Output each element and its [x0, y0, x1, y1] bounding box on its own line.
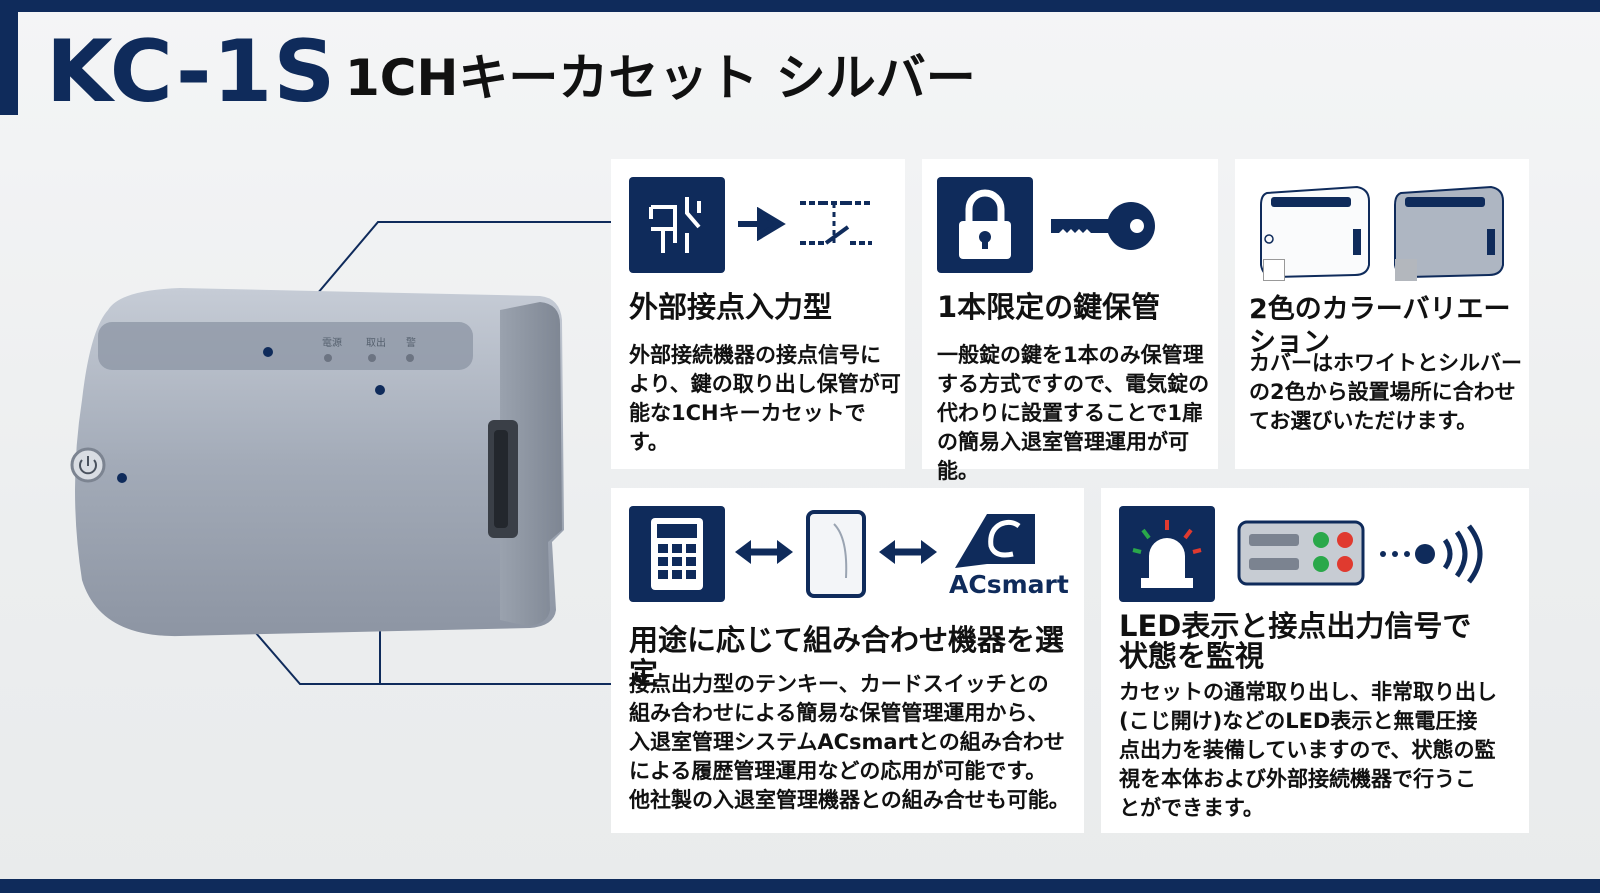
body-line: 入退室管理システムACsmartとの組み合わせ — [629, 730, 1065, 754]
card-title: 1本限定の鍵保管 — [937, 290, 1161, 324]
led-power — [324, 354, 332, 362]
body-line: (こじ開け)などのLED表示と無電圧接 — [1119, 709, 1478, 733]
key-cassette-device: 電源 取出 警 — [70, 288, 564, 637]
card-title: 2色のカラーバリエーション — [1249, 294, 1511, 358]
switch-icon — [629, 177, 725, 273]
model-number: KC-1S — [46, 22, 337, 122]
body-line: 接点出力型のテンキー、カードスイッチとの — [629, 672, 1049, 696]
body-line: 視を本体および外部接続機器で行うこ — [1119, 767, 1476, 791]
device-body — [75, 288, 564, 637]
body-line: とができます。 — [1119, 796, 1264, 820]
alarm-light-icon — [1119, 506, 1215, 602]
led-panel-icon — [1237, 520, 1365, 586]
led-window — [98, 322, 473, 370]
bottom-bar — [0, 879, 1600, 893]
card-title-line-1: LED表示と接点出力信号で — [1119, 609, 1472, 643]
body-line: の2色から設置場所に合わせ — [1249, 380, 1516, 404]
top-bar — [0, 0, 1600, 12]
key-icon — [1051, 202, 1155, 250]
card-led-monitoring: LED表示と接点出力信号で 状態を監視 カセットの通常取り出し、非常取り出し (… — [1101, 488, 1529, 833]
contact-switch-icon — [800, 201, 872, 245]
body-line: より、鍵の取り出し保管が可 — [629, 372, 901, 396]
body-line: 外部接続機器の接点信号に — [629, 343, 881, 367]
card-title-line-2: 状態を監視 — [1119, 639, 1265, 673]
double-arrow-icon — [879, 540, 937, 564]
led-alarm — [406, 354, 414, 362]
led-label-takeout: 取出 — [366, 336, 386, 349]
led-takeout — [368, 354, 376, 362]
card-color-variation: 2色のカラーバリエーション カバーはホワイトとシルバー の2色から設置場所に合わ… — [1235, 159, 1529, 469]
product-title: 1CHキーカセット シルバー — [345, 49, 976, 107]
body-line: 代わりに設置することで1扉 — [937, 401, 1203, 425]
body-line: による履歴管理運用などの応用が可能です。 — [629, 759, 1047, 783]
body-line: する方式ですので、電気錠の — [937, 372, 1210, 396]
device-side — [500, 302, 562, 626]
signal-icon — [1380, 524, 1483, 584]
title-accent-bar — [0, 12, 18, 115]
keypad-icon — [629, 506, 725, 602]
body-line: カセットの通常取り出し、非常取り出し — [1119, 680, 1497, 704]
body-line: 一般錠の鍵を1本のみ保管理 — [937, 343, 1204, 367]
body-line: 能な1CHキーカセットです。 — [629, 401, 866, 454]
acsmart-brand: ACsmart — [949, 570, 1069, 599]
body-line: 組み合わせによる簡易な保管管理運用から、 — [629, 701, 1049, 725]
body-line: 他社製の入退室管理機器との組み合せも可能。 — [629, 788, 1070, 812]
body-line: 点出力を装備していますので、状態の監 — [1119, 738, 1496, 762]
card-switch-icon — [806, 510, 866, 598]
silver-cassette-icon — [1394, 185, 1504, 279]
card-external-input: 外部接点入力型 外部接続機器の接点信号に より、鍵の取り出し保管が可 能な1CH… — [611, 159, 905, 469]
body-line: てお選びいただけます。 — [1249, 409, 1478, 433]
card-combination: ACsmart 用途に応じて組み合わせ機器を選定 接点出力型のテンキー、カードス… — [611, 488, 1084, 833]
white-swatch — [1263, 259, 1285, 281]
card-title: 外部接点入力型 — [629, 290, 833, 324]
arrow-right-icon — [738, 207, 786, 241]
led-label-power: 電源 — [322, 336, 342, 349]
silver-swatch — [1395, 259, 1417, 281]
card-title: 用途に応じて組み合わせ機器を選定 — [629, 623, 1065, 690]
led-label-alarm: 警 — [406, 336, 416, 349]
white-cassette-icon — [1260, 185, 1370, 279]
card-key-storage: 1本限定の鍵保管 一般錠の鍵を1本のみ保管理 する方式ですので、電気錠の 代わり… — [922, 159, 1218, 483]
double-arrow-icon — [735, 540, 793, 564]
padlock-icon — [937, 177, 1033, 273]
body-line: カバーはホワイトとシルバー — [1249, 351, 1522, 375]
body-line: の簡易入退室管理運用が可能。 — [937, 430, 1189, 483]
acsmart-logo-icon — [955, 514, 1035, 568]
